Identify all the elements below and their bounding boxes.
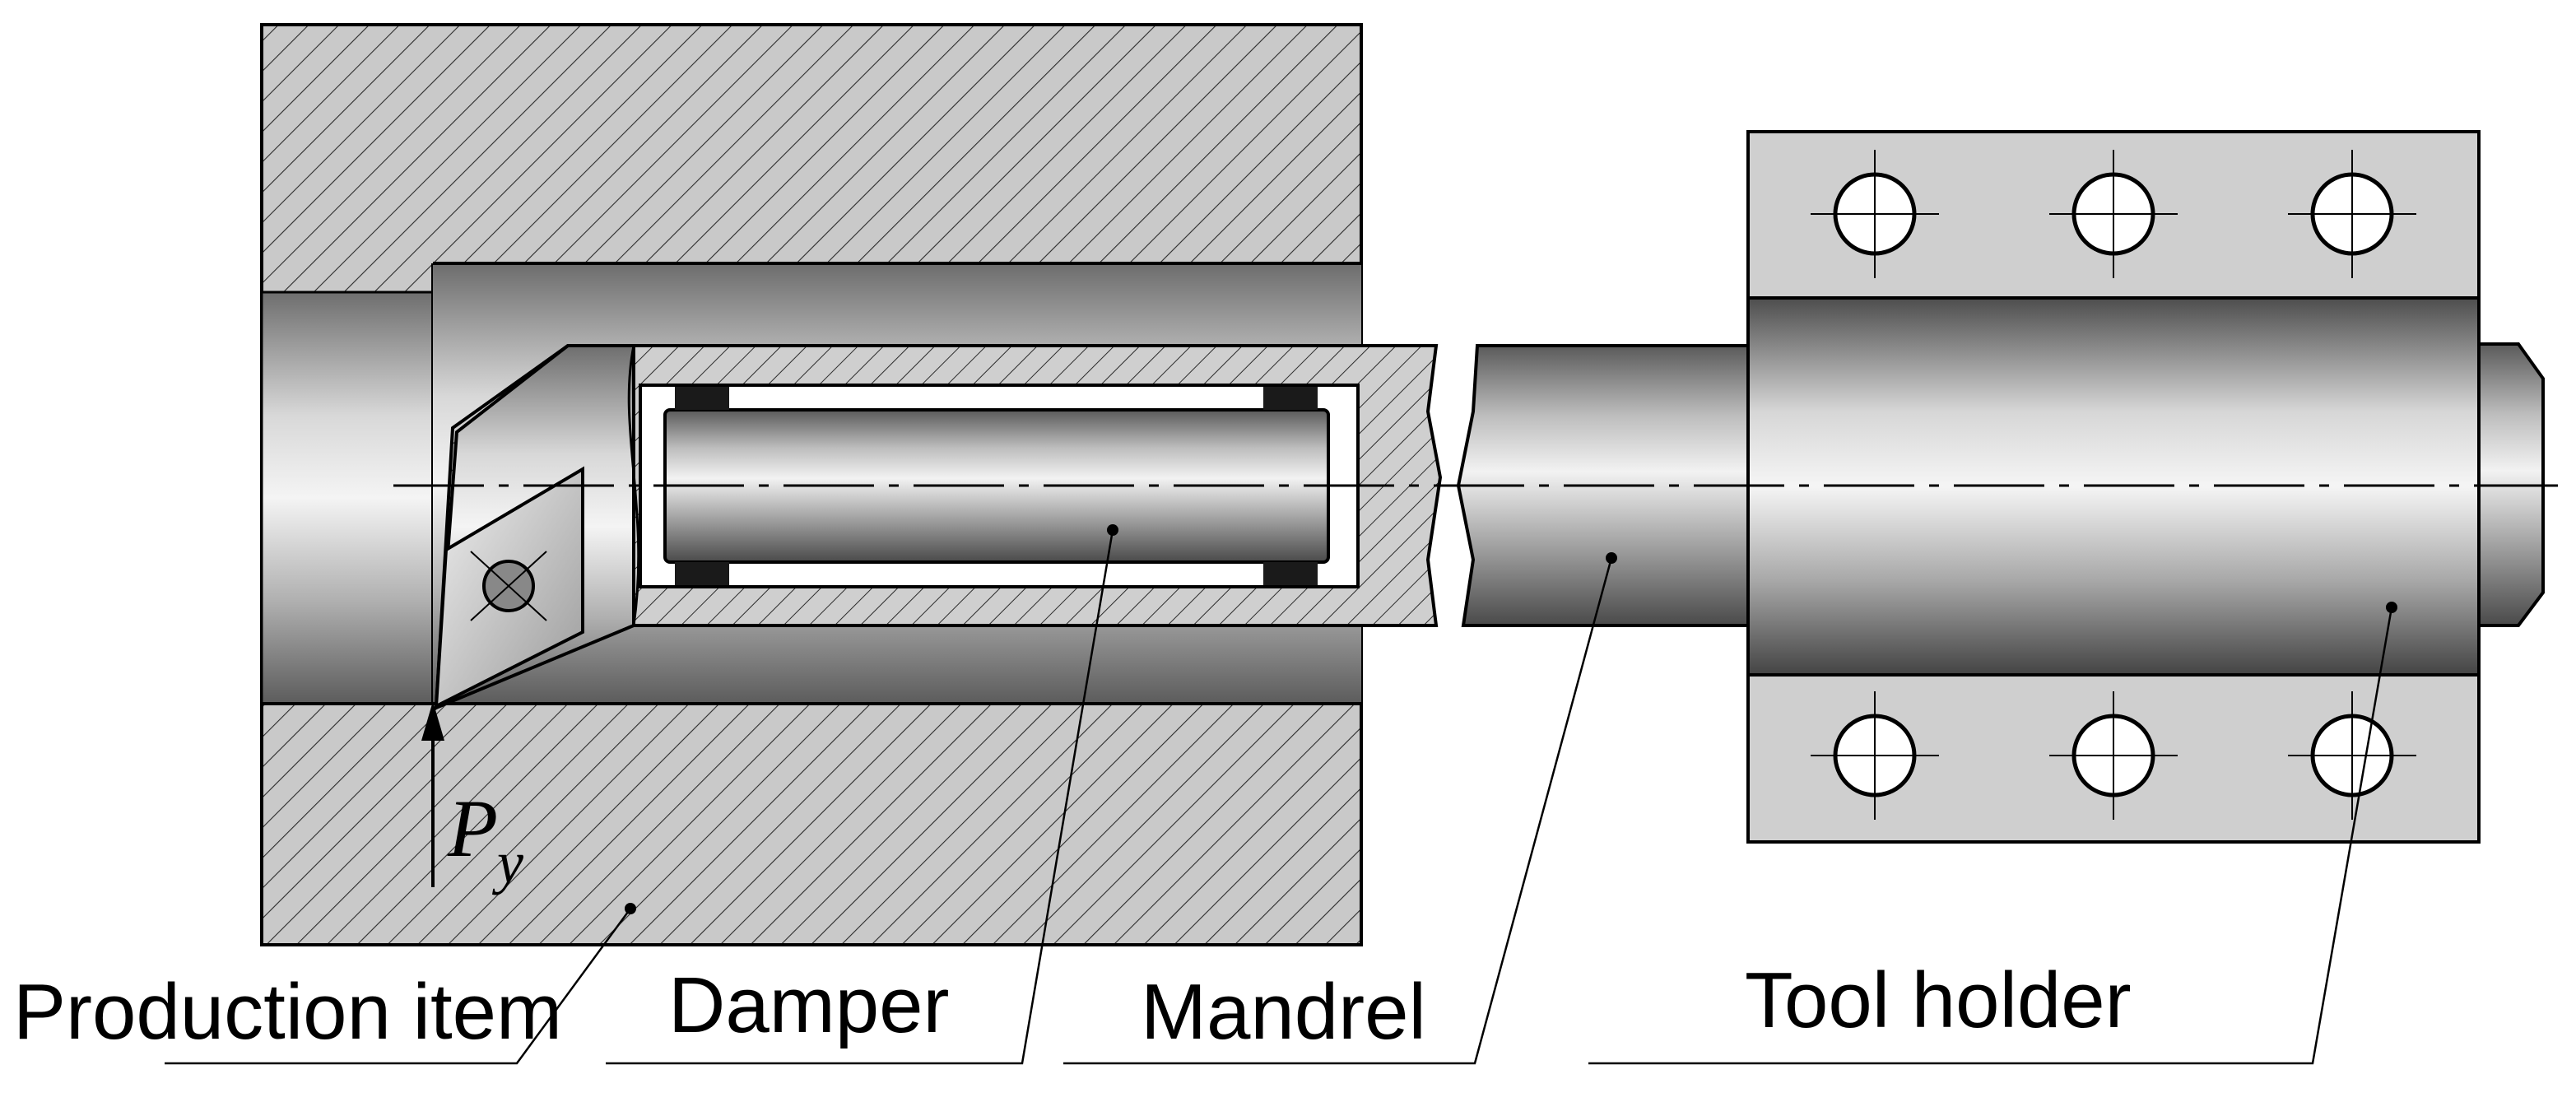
label-damper: Damper bbox=[668, 961, 949, 1049]
leader-tool-holder bbox=[1588, 607, 2393, 1065]
leader-production-item bbox=[165, 908, 632, 1065]
leader-lines bbox=[165, 529, 2393, 1065]
seal-bottom-left bbox=[675, 562, 729, 585]
force-subscript: y bbox=[491, 830, 523, 895]
leader-damper bbox=[606, 529, 1114, 1065]
label-production-item: Production item bbox=[13, 968, 562, 1056]
cutting-insert bbox=[434, 466, 584, 709]
bolt-holes bbox=[1811, 150, 2416, 820]
label-tool-holder: Tool holder bbox=[1745, 956, 2132, 1044]
force-arrow: P y bbox=[421, 701, 523, 895]
seal-top-right bbox=[1263, 387, 1318, 410]
force-symbol: P bbox=[447, 783, 498, 874]
label-mandrel: Mandrel bbox=[1141, 968, 1426, 1056]
leader-dots bbox=[625, 524, 2397, 914]
seal-top-left bbox=[675, 387, 729, 410]
bore-step bbox=[260, 291, 435, 705]
arrow-head-icon bbox=[421, 701, 444, 741]
seal-bottom-right bbox=[1263, 562, 1318, 585]
leader-mandrel bbox=[1063, 557, 1613, 1065]
